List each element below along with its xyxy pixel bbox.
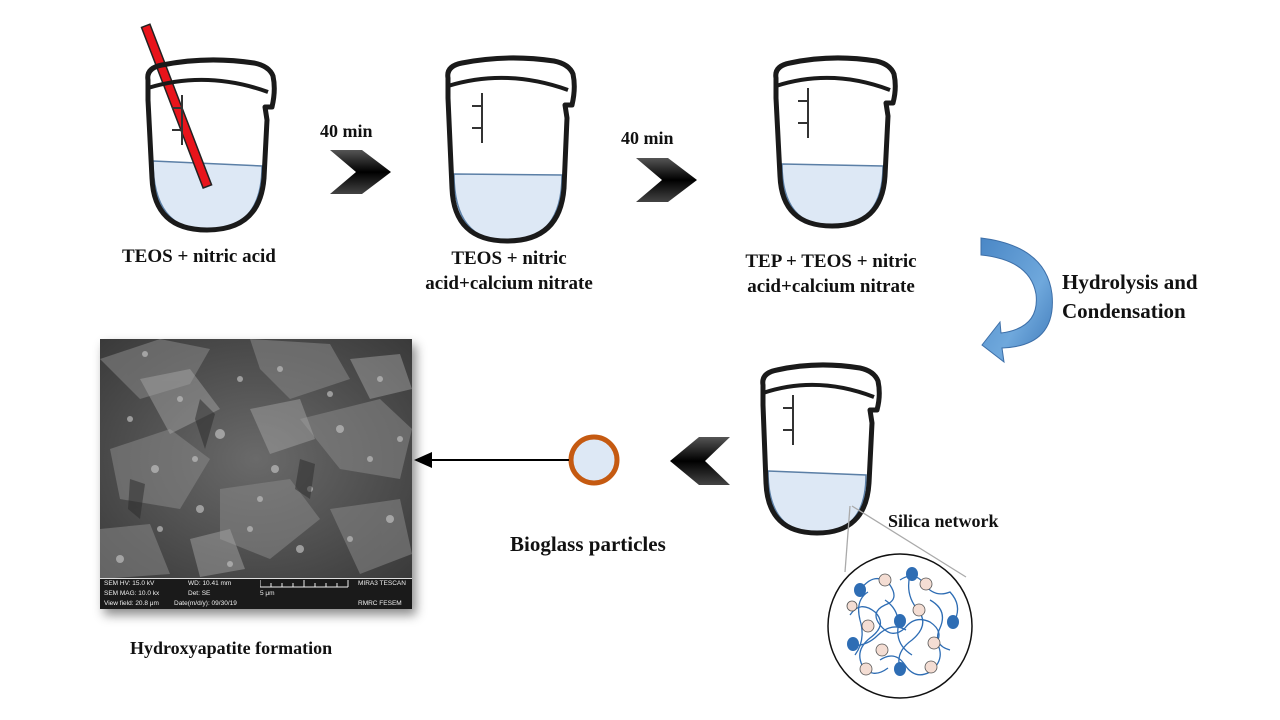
- bioglass-particle: [568, 434, 620, 486]
- beaker-1-marks: [172, 95, 183, 145]
- sem-mag: SEM MAG: 10.0 kx: [104, 590, 160, 597]
- beaker-2-marks: [472, 93, 483, 143]
- beaker-4: [760, 362, 882, 536]
- beaker-3: [773, 55, 898, 229]
- bioglass-label: Bioglass particles: [510, 532, 666, 556]
- hydroxyapatite-label: Hydroxyapatite formation: [130, 638, 333, 658]
- sem-brand: MIRA3 TESCAN: [358, 580, 406, 587]
- step3-label-line2: acid+calcium nitrate: [747, 276, 915, 297]
- silica-network-diagram: [827, 553, 973, 699]
- step1-label: TEOS + nitric acid: [122, 246, 276, 267]
- sem-info-bar: SEM HV: 15.0 kV WD: 10.41 mm MIRA3 TESCA…: [100, 578, 412, 609]
- chevron-arrow-2: [636, 158, 697, 202]
- beaker-4-marks: [783, 395, 794, 445]
- beaker-2: [445, 55, 577, 244]
- beaker-3-rim: [775, 75, 891, 92]
- sem-hv: SEM HV: 15.0 kV: [104, 580, 155, 587]
- sem-wd: WD: 10.41 mm: [188, 580, 232, 587]
- sem-lab: RMRC FESEM: [358, 600, 402, 607]
- sem-image: SEM HV: 15.0 kV WD: 10.41 mm MIRA3 TESCA…: [100, 339, 412, 609]
- beaker-2-body: [445, 55, 577, 244]
- process-label-line1: Hydrolysis and: [1062, 270, 1198, 294]
- chevron-arrow-left: [670, 437, 730, 485]
- beaker-1: [140, 23, 277, 233]
- step3-label: TEP + TEOS + nitric acid+calcium nitrate: [731, 249, 931, 299]
- beaker-1-rim: [147, 77, 269, 94]
- beaker-3-marks: [798, 88, 809, 138]
- beaker-1-body: [145, 57, 277, 233]
- arrow1-time-label: 40 min: [320, 121, 373, 141]
- step2-label: TEOS + nitric acid+calcium nitrate: [409, 246, 609, 296]
- zoom-line-left: [844, 505, 851, 573]
- process-label: Hydrolysis and Condensation: [1062, 268, 1198, 326]
- silica-network-label: Silica network: [888, 511, 999, 531]
- sem-micrograph: [100, 339, 412, 579]
- beaker-3-body: [773, 55, 898, 229]
- step3-label-line1: TEP + TEOS + nitric: [745, 251, 917, 272]
- chevron-arrow-1: [330, 150, 391, 194]
- beaker-4-rim: [762, 382, 875, 399]
- step2-label-line2: acid+calcium nitrate: [425, 273, 593, 294]
- step2-label-line1: TEOS + nitric: [451, 248, 567, 269]
- network-dots-blue: [847, 567, 959, 676]
- sem-scale-bar: [260, 580, 349, 588]
- beaker-2-rim: [447, 75, 569, 92]
- curved-arrow: [980, 237, 1053, 364]
- sem-date: Date(m/d/y): 09/30/19: [174, 600, 237, 607]
- arrow2-time-label: 40 min: [621, 128, 674, 148]
- sem-view-field: View field: 20.8 μm: [104, 600, 159, 607]
- process-label-line2: Condensation: [1062, 299, 1186, 323]
- zoom-line-right: [851, 505, 967, 578]
- beaker-4-body: [760, 362, 882, 536]
- network-dots-pink: [846, 573, 941, 676]
- sem-scale: 5 μm: [260, 590, 275, 597]
- sem-det: Det: SE: [188, 590, 211, 597]
